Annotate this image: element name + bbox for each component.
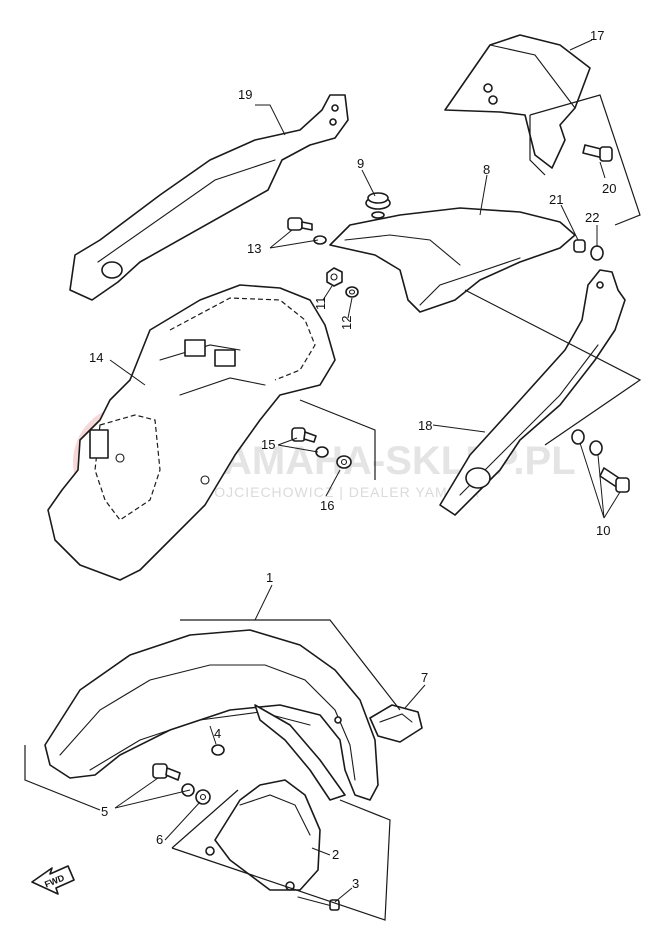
part-3-screw bbox=[297, 896, 340, 911]
part-18-grab-bar bbox=[439, 269, 626, 516]
callout-3: 3 bbox=[352, 876, 359, 891]
part-10-bolt-washers bbox=[571, 429, 630, 493]
callout-5: 5 bbox=[101, 804, 108, 819]
callout-16: 16 bbox=[320, 498, 334, 513]
callout-22: 22 bbox=[585, 210, 599, 225]
callout-11: 11 bbox=[313, 297, 328, 311]
part-4-nut bbox=[211, 744, 225, 756]
part-16-nut bbox=[336, 455, 352, 469]
part-1-rear-fender bbox=[44, 629, 379, 801]
part-20-bolt bbox=[582, 144, 613, 162]
callout-9: 9 bbox=[357, 156, 364, 171]
callout-15: 15 bbox=[261, 437, 275, 452]
callout-7: 7 bbox=[421, 670, 428, 685]
part-7-bracket bbox=[369, 704, 423, 743]
callout-12: 12 bbox=[339, 316, 354, 330]
callout-8: 8 bbox=[483, 162, 490, 177]
callout-17: 17 bbox=[590, 28, 604, 43]
part-12-washer bbox=[345, 286, 359, 298]
part-13-bolt-washer bbox=[287, 217, 327, 245]
callout-10: 10 bbox=[596, 523, 610, 538]
watermark-subtext: WOJCIECHOWICZ | DEALER YAMAHA bbox=[200, 484, 479, 500]
callout-labels: 1 2 3 4 5 6 7 8 9 10 11 12 13 14 15 16 1… bbox=[89, 28, 616, 891]
callout-2: 2 bbox=[332, 847, 339, 862]
part-14-inner-fender bbox=[47, 284, 336, 581]
part-6-washers bbox=[181, 783, 211, 805]
callout-1: 1 bbox=[266, 570, 273, 585]
part-2-mud-flap bbox=[205, 779, 321, 891]
callout-14: 14 bbox=[89, 350, 103, 365]
callout-6: 6 bbox=[156, 832, 163, 847]
callout-20: 20 bbox=[602, 181, 616, 196]
callout-18: 18 bbox=[418, 418, 432, 433]
part-21-bolt bbox=[573, 239, 586, 253]
part-8-rear-cover bbox=[329, 207, 576, 313]
part-9-grommet bbox=[365, 192, 391, 210]
callout-13: 13 bbox=[247, 241, 261, 256]
part-15-bolt-washer bbox=[291, 427, 329, 458]
callout-19: 19 bbox=[238, 87, 252, 102]
callout-4: 4 bbox=[214, 726, 221, 741]
part-5-bolt bbox=[152, 763, 181, 781]
part-19-grab-bar bbox=[69, 94, 349, 301]
fwd-arrow-icon: FWD bbox=[31, 865, 75, 895]
part-17-side-cover bbox=[444, 34, 591, 169]
watermark-text: YAMAHA-SKLEP.PL bbox=[200, 439, 576, 483]
leader-lines bbox=[24, 39, 642, 921]
callout-21: 21 bbox=[549, 192, 563, 207]
part-22-washer bbox=[590, 245, 604, 261]
part-11-nut bbox=[326, 267, 343, 287]
